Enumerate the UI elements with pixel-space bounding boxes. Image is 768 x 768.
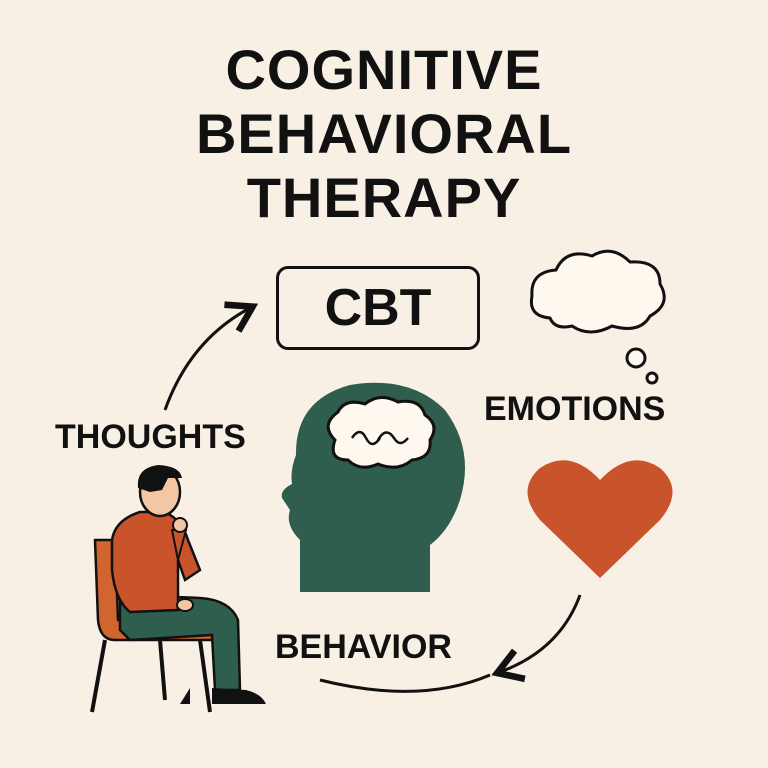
page-title: COGNITIVE BEHAVIORAL THERAPY	[0, 38, 768, 230]
heart-icon	[527, 460, 673, 578]
title-line-3: THERAPY	[246, 166, 522, 229]
cbt-label: CBT	[324, 279, 432, 337]
arrow-heart-to-behavior	[491, 594, 582, 683]
head-silhouette-icon	[281, 382, 465, 592]
behavior-label: BEHAVIOR	[275, 628, 452, 666]
title-line-2: BEHAVIORAL	[195, 102, 573, 165]
thoughts-label: THOUGHTS	[55, 418, 246, 456]
sitting-person-icon	[90, 465, 266, 713]
arrow-behavior-loop	[319, 673, 491, 693]
emotions-label: EMOTIONS	[484, 390, 666, 428]
title-line-1: COGNITIVE	[225, 38, 543, 101]
cbt-box: CBT	[276, 266, 480, 350]
arrow-thoughts-to-cbt	[163, 301, 259, 411]
thought-cloud-icon	[529, 249, 666, 385]
